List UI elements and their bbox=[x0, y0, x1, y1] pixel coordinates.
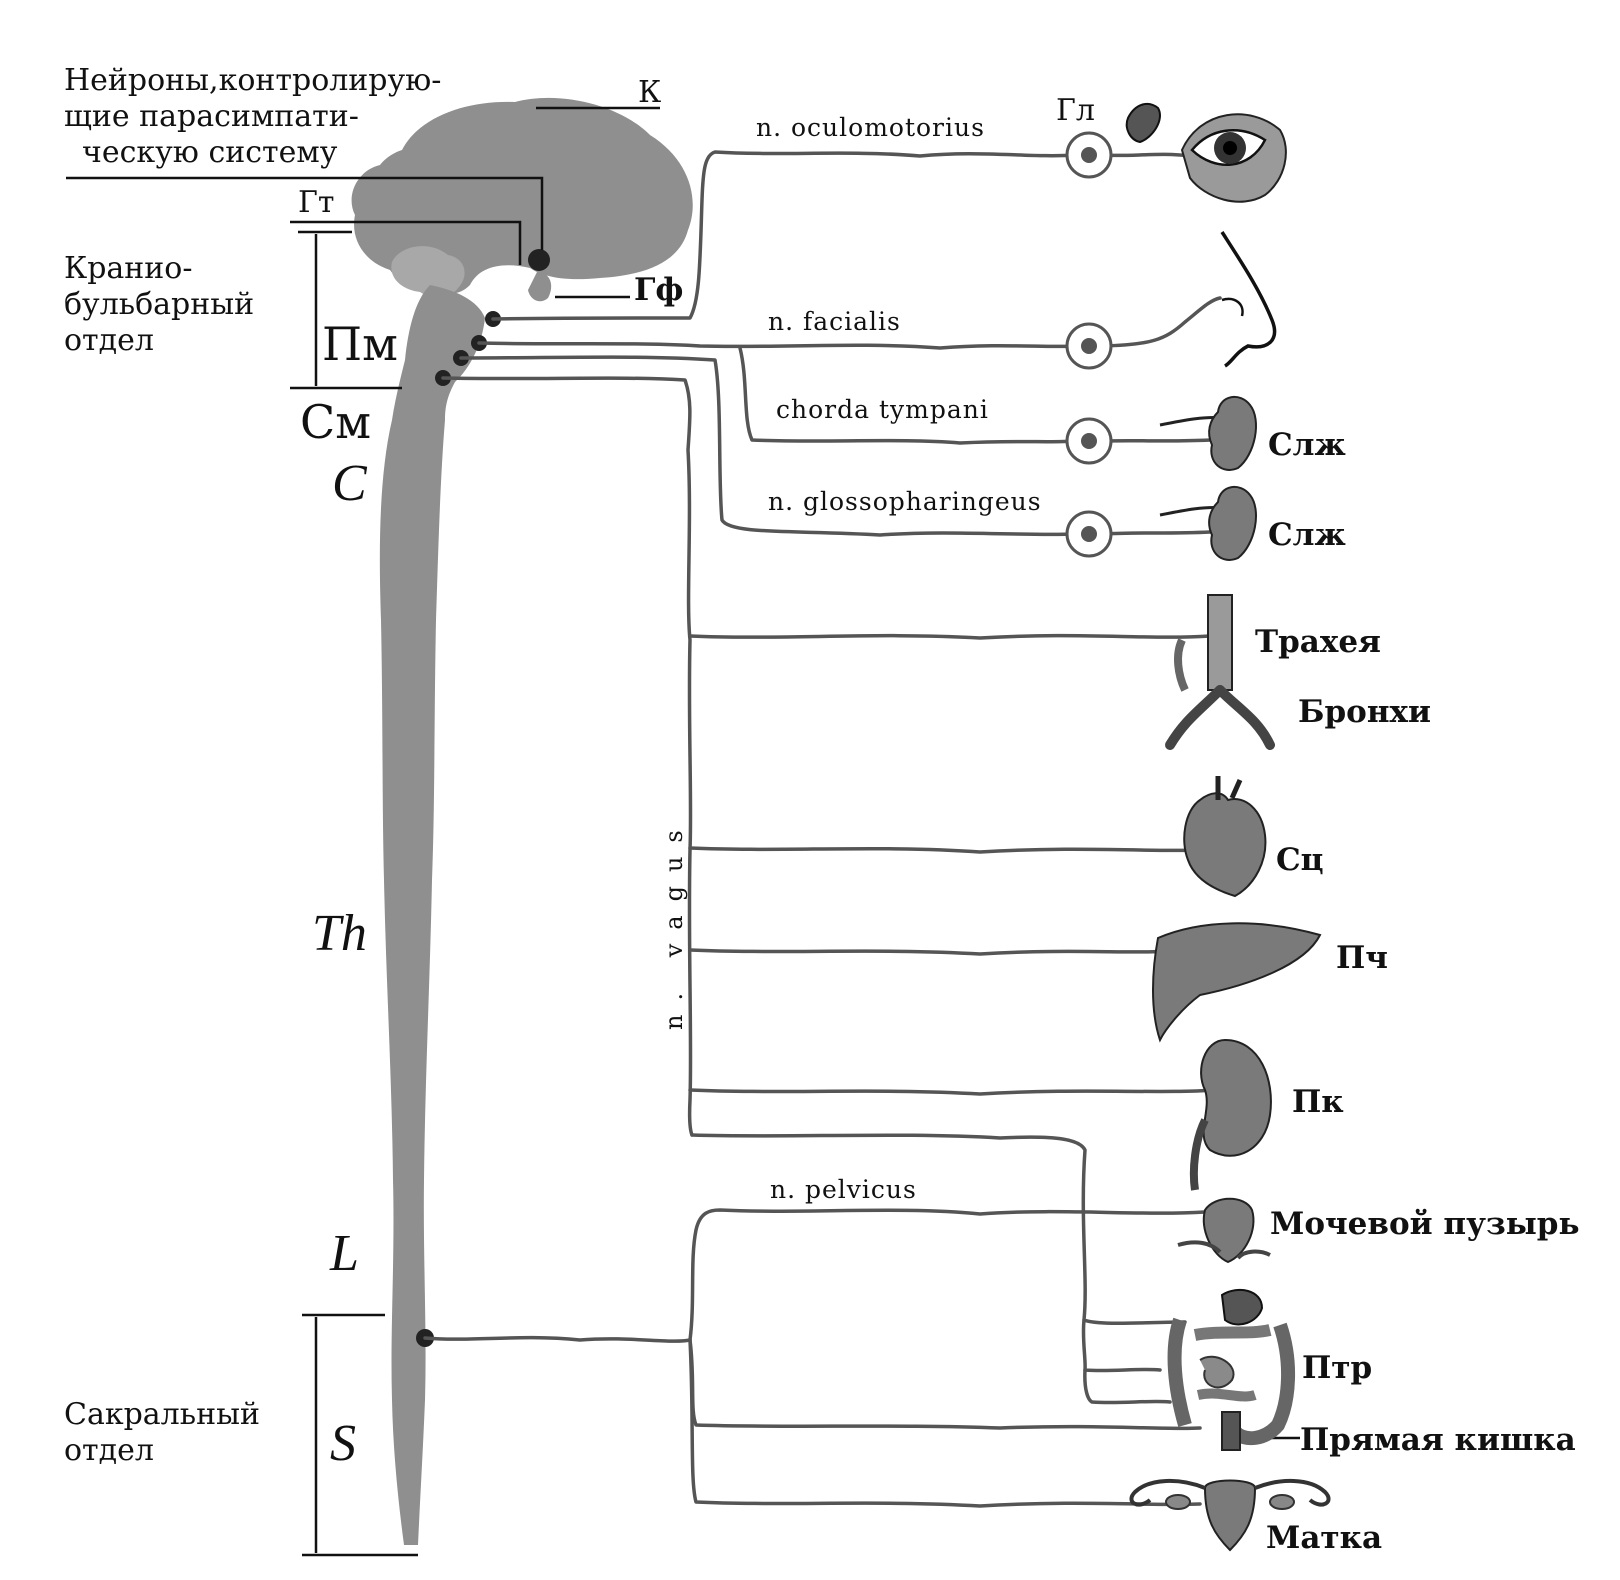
uterus-label: Матка bbox=[1266, 1520, 1382, 1556]
hypothalamus-neuron bbox=[528, 249, 550, 271]
liver-icon bbox=[1152, 922, 1322, 1043]
salivary-gland-2-icon bbox=[1159, 486, 1257, 561]
bronchi-label: Бронхи bbox=[1298, 694, 1431, 730]
glosso-label: n. glossopharingeus bbox=[768, 487, 1042, 516]
neurons-label-line3: ческую систему bbox=[82, 135, 338, 170]
sacral-label-line1: Сакральный bbox=[64, 1397, 260, 1432]
kraniobulbar-line3: отдел bbox=[64, 323, 154, 358]
vagus-nerve bbox=[441, 376, 694, 1137]
eye-icon bbox=[1180, 113, 1287, 203]
bladder-icon bbox=[1177, 1197, 1271, 1264]
uterus-icon bbox=[1129, 1478, 1331, 1552]
brain bbox=[351, 97, 693, 302]
pituitary-label: Гф bbox=[634, 272, 683, 308]
segment-c-label: C bbox=[332, 455, 368, 512]
ganglion-pterygopalatine bbox=[1065, 322, 1113, 370]
facial-label: n. facialis bbox=[768, 307, 901, 336]
trachea-bronchi-icon bbox=[1165, 594, 1275, 750]
salivary-gland-2-label: Слж bbox=[1268, 517, 1346, 553]
ciliary-ganglion-label: Гл bbox=[1056, 93, 1095, 128]
rectum-label: Прямая кишка bbox=[1300, 1422, 1576, 1458]
pelvic-label: n. pelvicus bbox=[770, 1175, 917, 1204]
kidney-icon bbox=[1189, 1038, 1272, 1191]
intestine-label: Птр bbox=[1302, 1350, 1372, 1386]
medulla-label: Пм bbox=[322, 317, 398, 371]
rectum-icon bbox=[1221, 1411, 1241, 1451]
nose-icon bbox=[1220, 231, 1277, 368]
segment-l-label: L bbox=[329, 1225, 359, 1282]
kraniobulbar-line1: Кранио- bbox=[64, 251, 193, 286]
nerve-fibres bbox=[423, 150, 1222, 1508]
glossopharyngeal-nerve bbox=[459, 355, 1078, 537]
segment-s-label: S bbox=[330, 1415, 356, 1472]
neurons-label-line1: Нейроны,контролирую- bbox=[64, 63, 441, 98]
salivary-gland-1-icon bbox=[1159, 396, 1257, 471]
lacrimal-gland-icon bbox=[1125, 102, 1161, 144]
brainstem bbox=[379, 285, 485, 1545]
trachea-label: Трахея bbox=[1255, 624, 1381, 660]
chorda-label: chorda tympani bbox=[776, 395, 989, 424]
sacral-label-line2: отдел bbox=[64, 1433, 154, 1468]
leader-lines bbox=[66, 106, 1300, 1557]
neurons-label-line2: щие парасимпати- bbox=[64, 99, 359, 134]
ganglion-ciliary bbox=[1065, 131, 1113, 179]
spinal-cord-label: См bbox=[300, 395, 371, 449]
kidney-label: Пк bbox=[1292, 1084, 1344, 1120]
intestine-icon bbox=[1167, 1288, 1296, 1446]
pelvic-nerve bbox=[423, 1208, 1207, 1343]
kraniobulbar-line2: бульбарный bbox=[64, 287, 254, 322]
oculomotor-nerve bbox=[491, 150, 1078, 321]
cortex-label: К bbox=[638, 75, 661, 110]
heart-label: Сц bbox=[1276, 842, 1324, 878]
salivary-gland-1-label: Слж bbox=[1268, 427, 1346, 463]
vagus-label: n. vagus bbox=[660, 816, 688, 1030]
segment-th-label: Th bbox=[312, 905, 367, 962]
liver-label: Пч bbox=[1336, 940, 1388, 976]
heart-icon bbox=[1183, 776, 1267, 898]
hypothalamus-label: Гт bbox=[298, 185, 334, 220]
ganglion-otic bbox=[1065, 510, 1113, 558]
oculomotor-label: n. oculomotorius bbox=[756, 113, 985, 142]
bladder-label: Мочевой пузырь bbox=[1270, 1206, 1580, 1242]
ganglia bbox=[1065, 131, 1113, 558]
facial-nerve bbox=[477, 341, 1078, 350]
ganglion-submandibular bbox=[1065, 417, 1113, 465]
chorda-tympani bbox=[738, 346, 1078, 445]
